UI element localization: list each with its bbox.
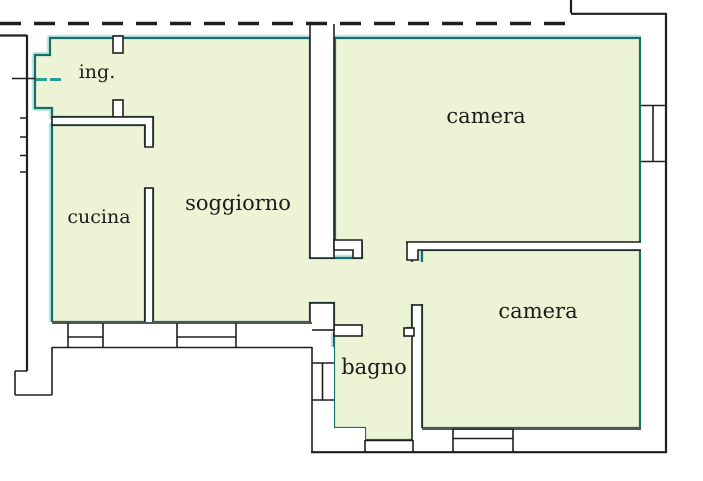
room-camera-bottom	[420, 248, 642, 430]
room-label-soggiorno: soggiorno	[185, 191, 291, 215]
doorway-bagno	[363, 321, 406, 339]
window-bagno-west	[312, 362, 334, 401]
window-cucina	[67, 323, 104, 347]
stair-ticks	[20, 117, 27, 173]
room-label-cucina: cucina	[67, 206, 130, 228]
wall-ing-stub-bottom	[112, 99, 124, 118]
outer-wall-notch	[14, 347, 53, 396]
doorway-camera-top	[363, 234, 406, 252]
room-label-camera2: camera	[498, 299, 577, 323]
window-camera-east	[641, 104, 666, 163]
wall-band-east	[641, 13, 667, 453]
wall-corridor-arm	[333, 239, 363, 259]
wall-cucina-divider	[144, 187, 154, 324]
room-bagno	[332, 333, 415, 442]
wall-bagno-arm-west	[333, 324, 363, 337]
wall-band-south-east	[312, 428, 667, 453]
wall-corridor-camera	[411, 304, 423, 446]
outer-wall-top-right	[569, 0, 666, 15]
room-label-camera1: camera	[446, 104, 525, 128]
outer-wall-top-left	[0, 34, 29, 371]
line-layer	[0, 0, 668, 454]
wall-ing-stub-top	[112, 35, 124, 54]
doorway-layer	[140, 146, 425, 339]
window-bagno-south	[364, 439, 414, 452]
doorway-camera-bottom	[405, 262, 425, 304]
doorway-cucina	[140, 146, 158, 188]
room-layer	[33, 36, 642, 442]
room-label-bagno: bagno	[341, 355, 407, 379]
wall-soggiorno-camera	[309, 24, 335, 259]
wall-band-south-west	[45, 322, 312, 348]
window-camera-south	[452, 428, 514, 452]
label-layer: ing. cucina soggiorno camera camera bagn…	[67, 61, 577, 379]
wall-bagno-stub-east	[403, 327, 415, 337]
wall-layer	[45, 13, 667, 453]
wall-bagno-stub-big	[309, 302, 335, 331]
room-label-ingresso: ing.	[79, 61, 116, 83]
sill-lines-south-west	[52, 322, 312, 349]
wall-ing-cucina	[51, 116, 154, 148]
window-soggiorno	[176, 323, 237, 347]
room-camera-top	[333, 36, 642, 244]
